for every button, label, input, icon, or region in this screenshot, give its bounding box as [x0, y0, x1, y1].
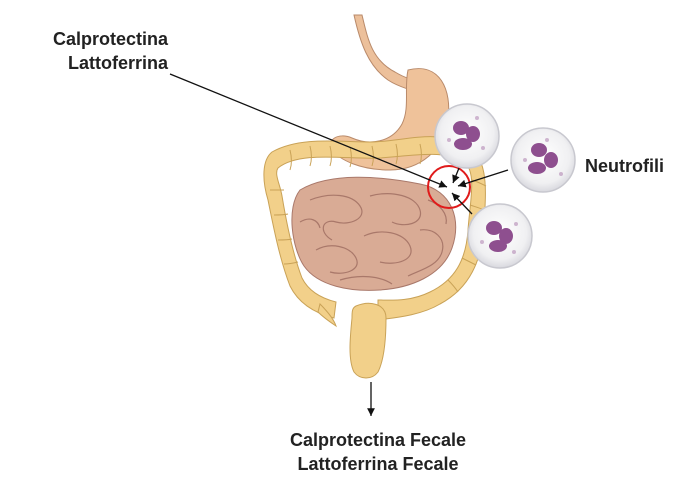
neutrophil-cell-icon [468, 204, 532, 268]
top-markers-label: Calprotectina Lattoferrina [10, 27, 168, 75]
neutrophil-cell-icon [435, 104, 499, 168]
label-lattoferrina: Lattoferrina [10, 51, 168, 75]
small-intestine [292, 177, 456, 290]
label-neutrofili: Neutrofili [585, 154, 664, 178]
bottom-markers-label: Calprotectina Fecale Lattoferrina Fecale [258, 428, 498, 476]
neutrophil-cell-icon [511, 128, 575, 192]
label-calprotectina-fecale: Calprotectina Fecale [258, 428, 498, 452]
label-calprotectina: Calprotectina [10, 27, 168, 51]
rectum [350, 303, 386, 378]
arrow-neutrophil-1 [453, 168, 459, 183]
label-lattoferrina-fecale: Lattoferrina Fecale [258, 452, 498, 476]
